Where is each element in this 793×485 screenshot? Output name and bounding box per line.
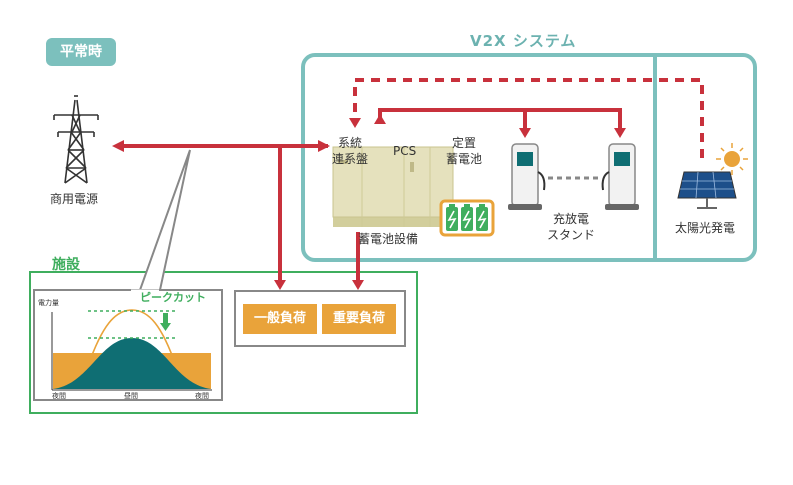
graph-xtick-night-right: 夜間 xyxy=(195,392,209,400)
battery-label-line2: 蓄電池 xyxy=(446,152,483,166)
facility-title: 施設 xyxy=(52,257,80,273)
charger-icon-right xyxy=(601,143,639,210)
v2x-system-frame xyxy=(301,53,757,262)
solar-label: 太陽光発電 xyxy=(675,221,736,235)
charger-label-line2: スタンド xyxy=(547,228,596,242)
graph-xtick-day: 昼間 xyxy=(124,392,138,400)
power-tower-icon xyxy=(53,95,99,184)
graph-ylabel: 電力量 xyxy=(38,299,59,307)
grid-label: 商用電源 xyxy=(50,192,99,206)
status-badge: 平常時 xyxy=(46,38,116,66)
graph-xtick-night-left: 夜間 xyxy=(52,392,66,400)
charger-icon-left xyxy=(508,143,546,210)
peak-cut-label: ピークカット xyxy=(140,291,206,304)
system-panel-label-line1: 系統 xyxy=(338,136,363,150)
battery-label-line1: 定置 xyxy=(452,136,477,150)
system-panel-label-line2: 連系盤 xyxy=(332,152,369,166)
solar-panel-icon xyxy=(677,143,748,209)
general-load-box: 一般負荷 xyxy=(243,304,317,334)
storage-cabinet xyxy=(332,146,454,227)
battery-icons xyxy=(439,199,495,237)
facility-frame xyxy=(29,271,418,414)
charger-label-line1: 充放電 xyxy=(553,212,590,226)
callout-pointer xyxy=(138,149,191,291)
pcs-label: PCS xyxy=(393,144,417,158)
critical-load-box: 重要負荷 xyxy=(322,304,396,334)
v2x-system-title: V2X システム xyxy=(470,32,577,50)
solar-dashed-line xyxy=(353,78,704,158)
storage-equipment-label: 蓄電池設備 xyxy=(358,232,419,246)
peak-cut-graph xyxy=(51,309,212,391)
